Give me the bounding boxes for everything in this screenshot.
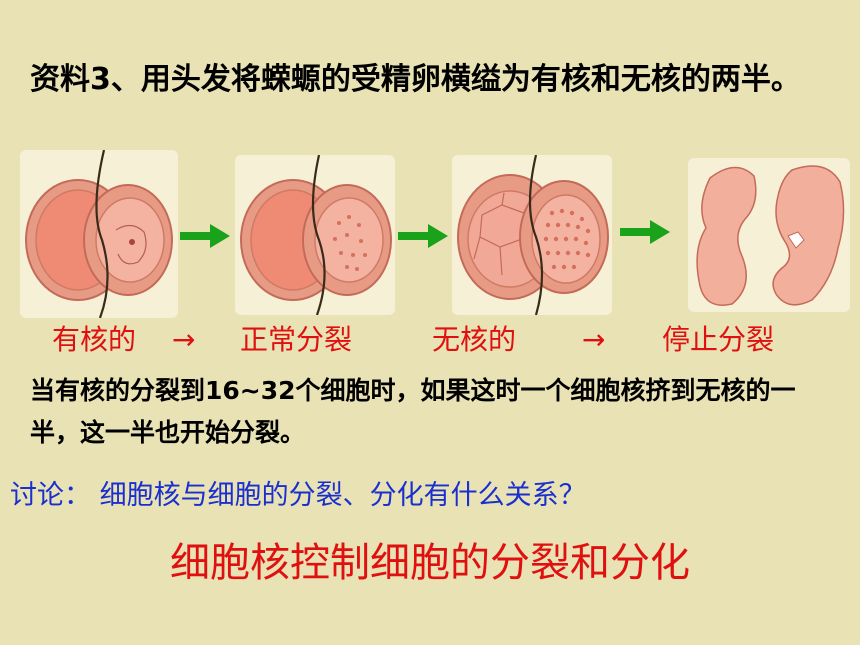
label-nucleated: 有核的 <box>52 323 137 356</box>
figure-constricted-egg <box>20 150 178 318</box>
figure-denucleated-half <box>452 155 612 315</box>
figure-normal-division <box>235 155 395 315</box>
arrow-right-icon <box>180 224 230 248</box>
arrow-right-icon <box>620 220 670 244</box>
label-normal-division: 正常分裂 <box>240 323 353 356</box>
label-denucleated: 无核的 <box>432 323 517 356</box>
conclusion-text: 细胞核控制细胞的分裂和分化 <box>170 540 690 586</box>
figure-two-embryos <box>688 158 850 312</box>
discussion-question: 讨论： 细胞核与细胞的分裂、分化有什么关系？ <box>10 480 586 511</box>
intro-text: 资料3、用头发将蝾螈的受精卵横缢为有核和无核的两半。 <box>30 62 801 97</box>
arrow-right-icon <box>398 224 448 248</box>
figure-labels: 有核的 → 正常分裂 无核的 → 停止分裂 <box>0 322 860 362</box>
label-arrow: → <box>172 323 196 356</box>
experiment-figures <box>0 150 860 330</box>
observation-text: 当有核的分裂到16~32个细胞时，如果这时一个细胞核挤到无核的一半，这一半也开始… <box>30 376 796 447</box>
label-arrow: → <box>582 323 606 356</box>
label-division-stopped: 停止分裂 <box>662 323 775 356</box>
